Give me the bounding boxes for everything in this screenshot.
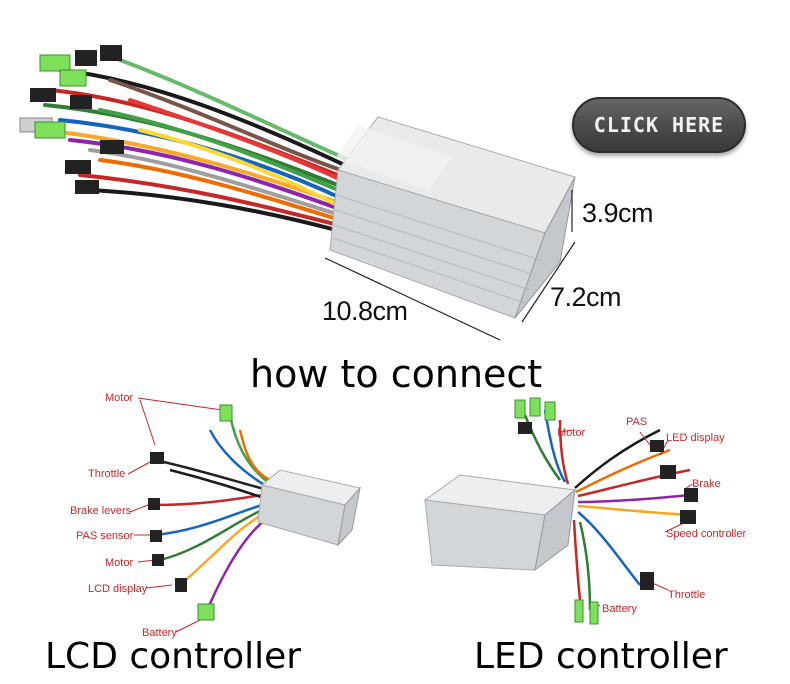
led-label-speed-controller: Speed controller <box>666 528 747 540</box>
lcd-caption: LCD controller <box>45 636 302 677</box>
lcd-label-motor: Motor <box>105 392 134 404</box>
led-label-brake: Brake <box>692 478 721 490</box>
lcd-label-brake-levers: Brake levers <box>70 505 132 517</box>
lcd-label-lcd-display: LCD display <box>88 583 148 595</box>
led-label-throttle: Throttle <box>668 589 706 601</box>
led-label-battery: Battery <box>602 603 637 615</box>
click-here-label: CLICK HERE <box>593 113 725 137</box>
lcd-label-battery: Battery <box>142 627 177 639</box>
click-here-button[interactable]: CLICK HERE <box>572 97 746 153</box>
led-label-motor: Motor <box>557 427 586 439</box>
led-caption: LED controller <box>474 636 728 677</box>
lcd-label-motor-2: Motor <box>105 557 134 569</box>
dimension-height: 3.9cm <box>582 198 654 228</box>
section-title: how to connect <box>250 352 543 396</box>
dimension-length: 10.8cm <box>322 296 408 326</box>
led-label-pas: PAS <box>626 416 648 428</box>
led-label-led-display: LED display <box>666 432 725 444</box>
lcd-label-pas-sensor: PAS sensor <box>76 530 134 542</box>
dimension-width: 7.2cm <box>550 282 622 312</box>
lcd-label-throttle: Throttle <box>88 468 126 480</box>
